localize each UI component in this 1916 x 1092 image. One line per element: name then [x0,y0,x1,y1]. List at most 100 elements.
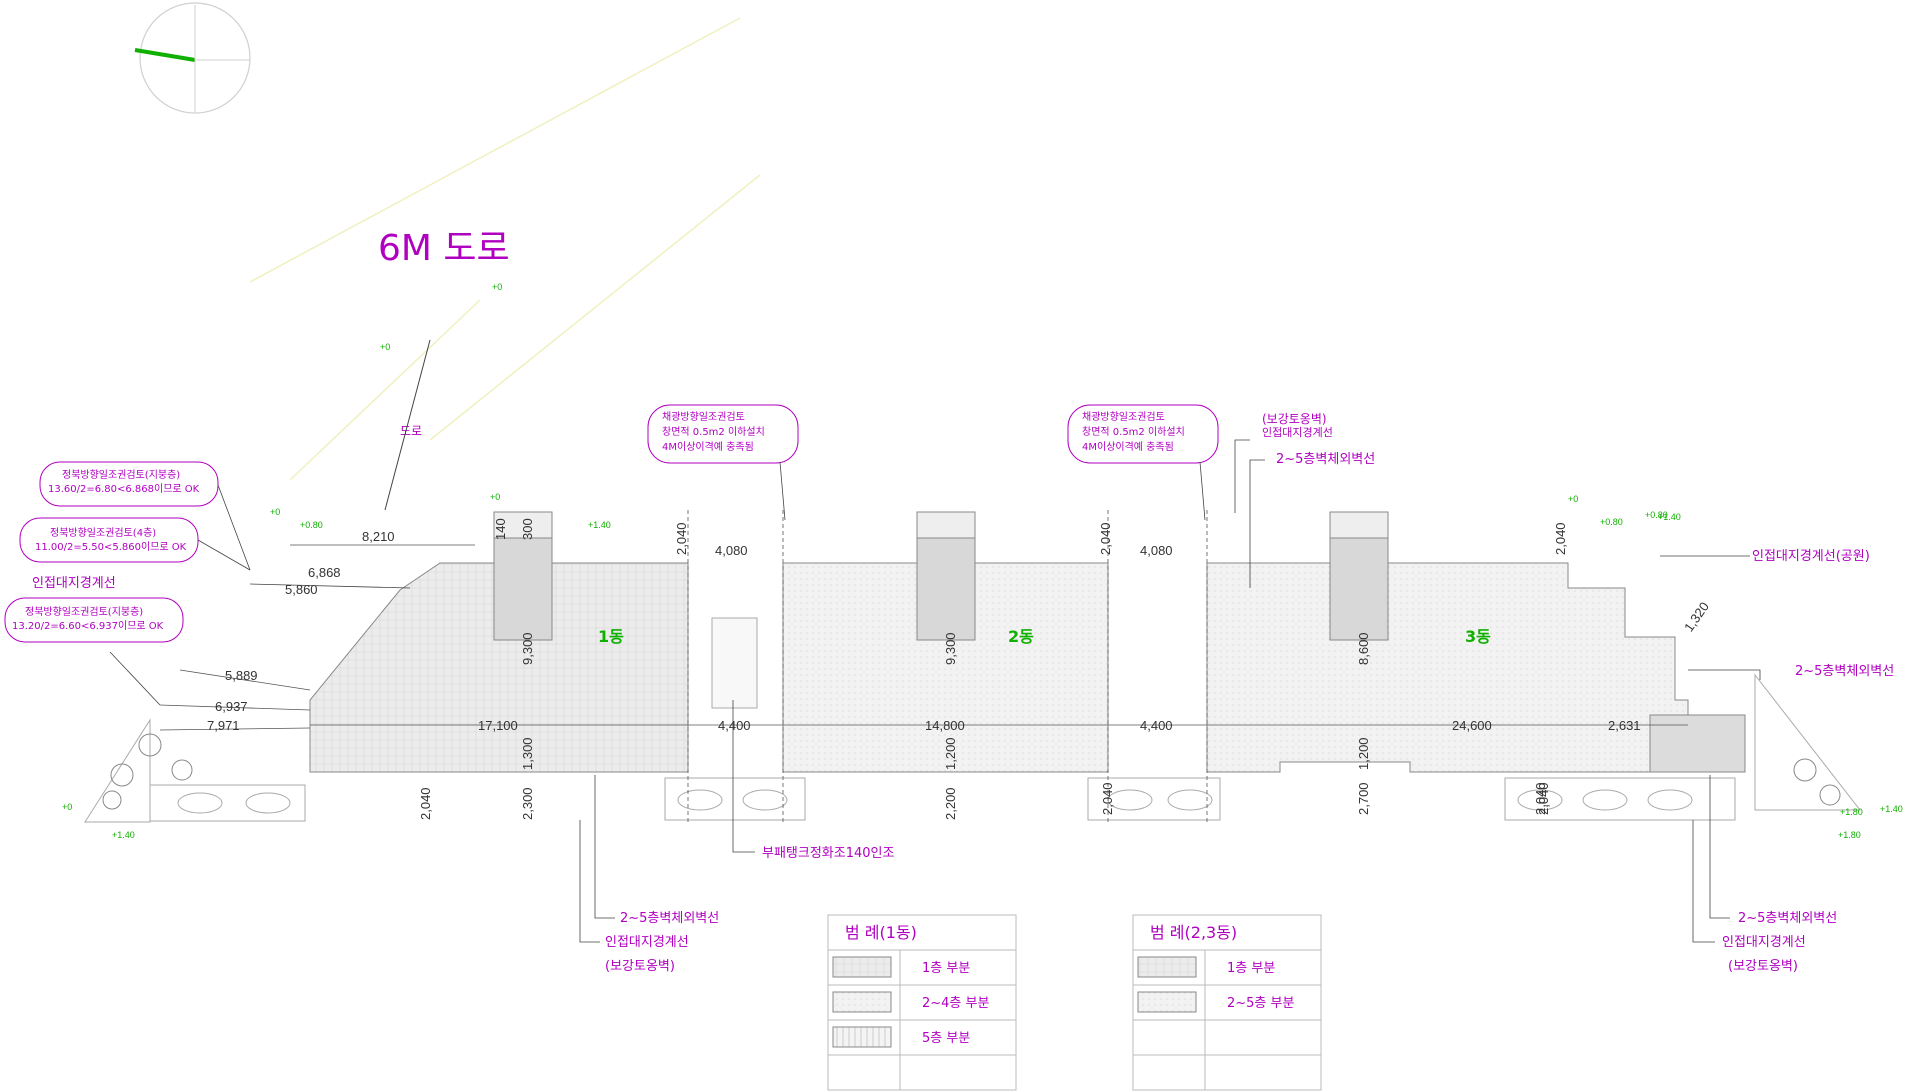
legend-1-title: 범 례(1동) [845,923,917,942]
note-cloud-1: 정북방향일조권검토(지붕층) 13.60/2=6.80<6.868이므로 OK [39,461,219,507]
level-marks: +0 +0 +0 +0 +0.80 +1.40 +0.80 +0 +0.80 +… [62,282,1903,840]
label-retaining-top-1: (보강토옹벽) [1262,412,1327,426]
svg-text:13.60/2=6.80<6.868이므로 OK: 13.60/2=6.80<6.868이므로 OK [48,483,200,495]
dim-depth-1: 9,300 [520,632,535,665]
note-cloud-5: 채광방향일조권검토 창면적 0.5m2 이하설치 4M이상이격예 충족됨 [1067,404,1219,464]
dim-notch-1: 1,300 [520,737,535,770]
legend-1-row-1: 1층 부분 [922,961,970,976]
svg-text:11.00/2=5.50<5.860이므로 OK: 11.00/2=5.50<5.860이므로 OK [35,541,187,553]
dim-slant-a: 6,868 [308,565,341,580]
dim-notch-3: 1,200 [1356,737,1371,770]
dim-core-top-a: 140 [493,518,508,540]
dim-gap-top-2: 4,080 [1140,543,1173,558]
dim-right-wedge: 2,631 [1608,718,1641,733]
svg-text:+1.40: +1.40 [588,520,611,530]
parking-strips [149,777,1736,822]
svg-text:채광방향일조권검토: 채광방향일조권검토 [1082,411,1165,423]
svg-text:창면적 0.5m2 이하설치: 창면적 0.5m2 이하설치 [1082,425,1185,438]
dim-core-top-b: 300 [520,518,535,540]
dim-notch-2: 1,200 [943,737,958,770]
dim-setback-gap1: 2,040 [1098,522,1113,555]
svg-text:+0: +0 [380,342,390,352]
label-bl-3: (보강토옹벽) [605,959,675,974]
dim-slant-b: 5,860 [285,582,318,597]
label-outer-wall-right: 2~5층벽체외벽선 [1795,664,1894,679]
building-1-label: 1동 [598,627,624,646]
building-1: 1동 [309,511,689,773]
svg-text:정북방향일조권검토(지붕층): 정북방향일조권검토(지붕층) [62,469,180,481]
legend-building-1: 범 례(1동) 1층 부분 2~4층 부분 5층 부분 [827,914,1017,1091]
dim-gap-mid-1: 4,400 [718,718,751,733]
label-septic: 부패탱크정화조140인조 [762,846,894,861]
building-3-label: 3동 [1465,627,1491,646]
label-outer-wall-top: 2~5층벽체외벽선 [1276,452,1375,467]
label-boundary-left: 인접대지경계선 [32,576,116,591]
building-3: 3동 [1206,511,1746,773]
dim-gap-top-1: 4,080 [715,543,748,558]
legend-2-title: 범 례(2,3동) [1150,923,1237,942]
legend-1-row-2: 2~4층 부분 [922,996,989,1011]
svg-text:4M이상이격예 충족됨: 4M이상이격예 충족됨 [662,440,754,453]
dim-depth-2: 9,300 [943,632,958,665]
road-leader [384,339,431,511]
dimension-lines [159,510,1688,825]
svg-text:+1.80: +1.80 [1838,830,1861,840]
svg-text:+0: +0 [490,492,500,502]
dim-setback-right: 2,040 [418,787,433,820]
dim-setback-gap2: 2,040 [1553,522,1568,555]
svg-text:4M이상이격예 충족됨: 4M이상이격예 충족됨 [1082,440,1174,453]
legend-2-row-1: 1층 부분 [1227,961,1275,976]
svg-text:+1.40: +1.40 [1880,804,1903,814]
svg-text:+1.40: +1.40 [1658,512,1681,522]
legend-2-row-2: 2~5층 부분 [1227,996,1294,1011]
svg-text:13.20/2=6.60<6.937이므로 OK: 13.20/2=6.60<6.937이므로 OK [12,620,164,632]
svg-text:+0.80: +0.80 [300,520,323,530]
svg-text:+0: +0 [270,507,280,517]
note-cloud-2: 정북방향일조권검토(4층) 11.00/2=5.50<5.860이므로 OK [19,517,199,563]
svg-text:창면적 0.5m2 이하설치: 창면적 0.5m2 이하설치 [662,425,765,438]
dim-left-a: 5,889 [225,668,258,683]
vertical-dimensions: 2,040 2,040 2,040 2,040 2,040 2,040 9,30… [418,518,1568,820]
north-arrow-icon [134,2,251,114]
legend-1-row-3: 5층 부분 [922,1031,970,1046]
dim-setback-low1: 2,040 [1100,782,1115,815]
label-br-1: 2~5층벽체외벽선 [1738,911,1837,926]
dim-bot-1: 2,300 [520,787,535,820]
dim-setback-left: 2,040 [674,522,689,555]
road-edges [249,17,761,481]
label-bl-1: 2~5층벽체외벽선 [620,911,719,926]
dim-gap-mid-2: 4,400 [1140,718,1173,733]
svg-text:+0.80: +0.80 [1645,510,1668,520]
dim-bot-3: 2,700 [1356,782,1371,815]
svg-text:채광방향일조권검토: 채광방향일조권검토 [662,411,745,423]
dim-right-slant: 1,320 [1681,599,1712,634]
dim-left-b: 6,937 [215,699,248,714]
svg-text:정북방향일조권검토(4층): 정북방향일조권검토(4층) [50,527,156,539]
svg-text:+1.80: +1.80 [1840,807,1863,817]
landscape-left [84,718,193,823]
building-2: 2동 [782,511,1109,773]
road-title: 6M 도로 [378,228,510,269]
note-cloud-4: 채광방향일조권검토 창면적 0.5m2 이하설치 4M이상이격예 충족됨 [647,404,799,464]
building-2-label: 2동 [1008,627,1034,646]
svg-text:+0: +0 [1568,494,1578,504]
svg-text:+0: +0 [62,802,72,812]
dim-setback-low3: 2,040 [1533,782,1548,815]
svg-text:+0: +0 [492,282,502,292]
svg-text:+0.80: +0.80 [1600,517,1623,527]
dim-len-1: 17,100 [478,718,518,733]
label-bl-2: 인접대지경계선 [605,935,689,950]
legend-building-2-3: 범 례(2,3동) 1층 부분 2~5층 부분 [1132,914,1322,1091]
label-boundary-park: 인접대지경계선(공원) [1752,549,1870,564]
dim-depth-3: 8,600 [1356,632,1371,665]
svg-text:정북방향일조권검토(지붕층): 정북방향일조권검토(지붕층) [25,606,143,618]
label-br-2: 인접대지경계선 [1722,935,1806,950]
svg-text:+1.40: +1.40 [112,830,135,840]
dim-bot-2: 2,200 [943,787,958,820]
leader-lines [109,439,1761,943]
label-br-3: (보강토옹벽) [1728,959,1798,974]
dim-len-2: 14,800 [925,718,965,733]
note-cloud-3: 정북방향일조권검토(지붕층) 13.20/2=6.60<6.937이므로 OK [4,597,184,643]
road-small-label: 도로 [400,424,422,438]
